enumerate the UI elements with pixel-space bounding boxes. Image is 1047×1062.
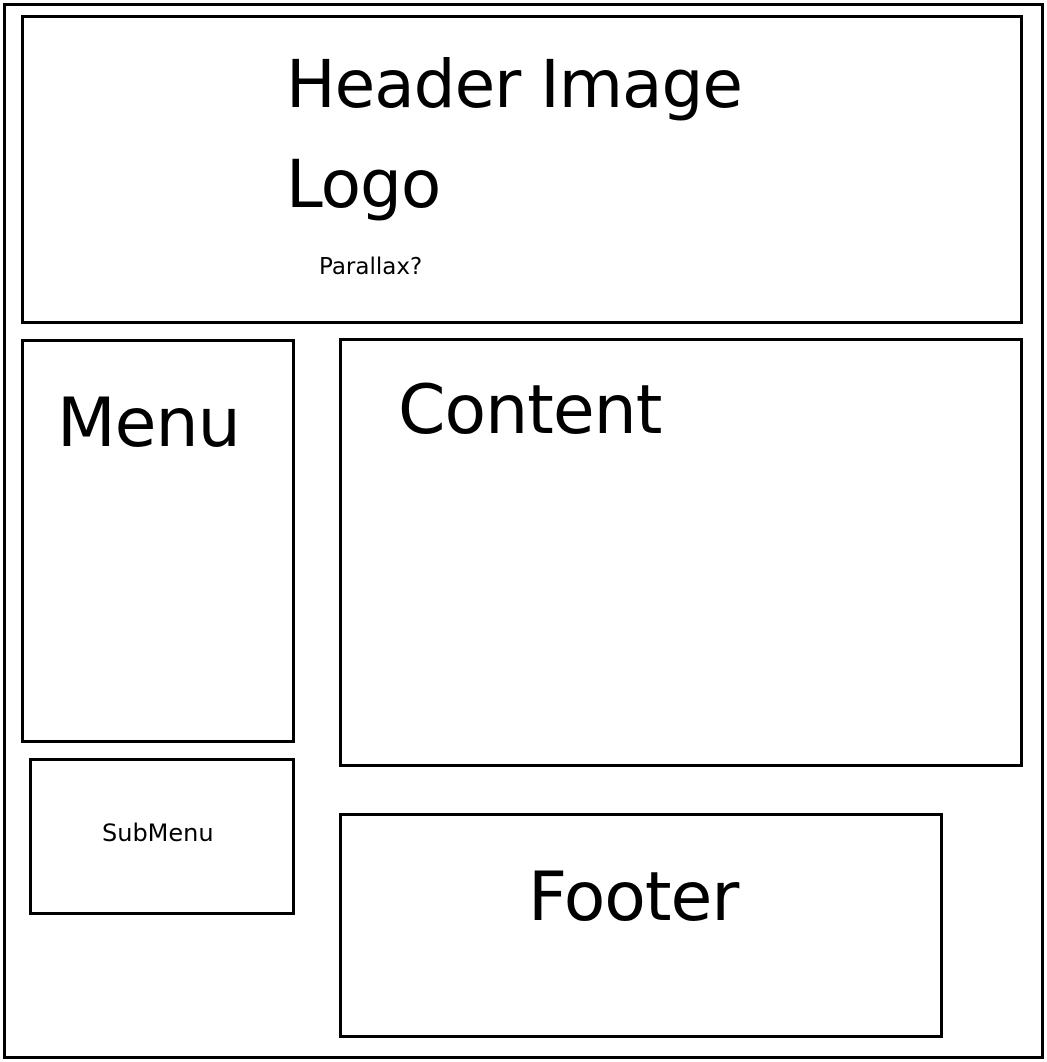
content-label: Content — [398, 371, 662, 450]
content-region: Content — [339, 338, 1023, 767]
parallax-note: Parallax? — [319, 254, 423, 280]
header-image-label: Header Image — [286, 46, 743, 123]
menu-region: Menu — [21, 339, 295, 743]
logo-label: Logo — [286, 146, 441, 223]
menu-label: Menu — [57, 384, 241, 463]
footer-label: Footer — [528, 858, 739, 937]
footer-region: Footer — [339, 813, 943, 1038]
header-region: Header Image Logo Parallax? — [21, 15, 1023, 324]
submenu-label: SubMenu — [102, 819, 214, 847]
submenu-region: SubMenu — [29, 758, 295, 915]
